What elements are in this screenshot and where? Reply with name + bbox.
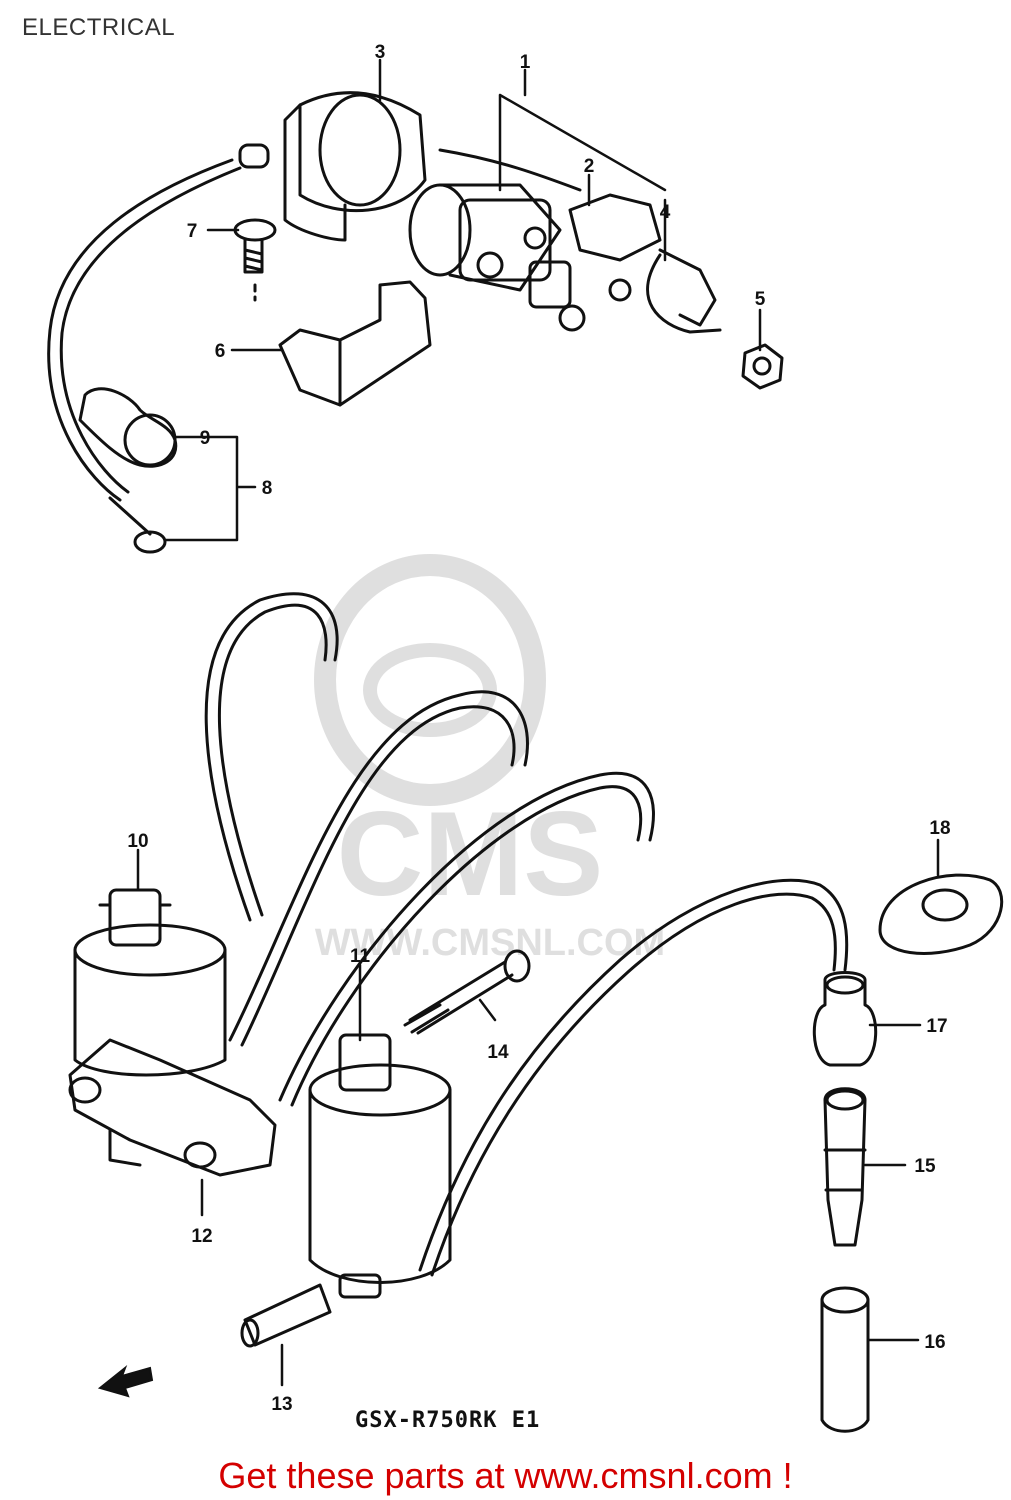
- leader-lines: [136, 58, 940, 1387]
- coil-bolt: [403, 949, 531, 1035]
- callout-1: 1: [520, 52, 531, 73]
- callout-12: 12: [191, 1226, 212, 1247]
- callout-11: 11: [350, 946, 371, 967]
- battery-cable: [47, 143, 270, 554]
- callout-14: 14: [487, 1042, 509, 1063]
- callout-16: 16: [924, 1332, 945, 1353]
- callout-13: 13: [271, 1394, 292, 1415]
- ignition-coil-11: [308, 1033, 452, 1299]
- coil-bracket: [68, 1038, 277, 1177]
- nut: [741, 343, 784, 390]
- spacer-tube: [240, 1283, 332, 1348]
- model-code: GSX-R750RK E1: [355, 1408, 541, 1433]
- plug-cap-sleeve: [820, 1286, 870, 1433]
- front-direction-arrow-icon: [97, 1364, 154, 1398]
- screw: [233, 218, 277, 302]
- callout-10: 10: [127, 831, 148, 852]
- ignition-lead-2: [228, 690, 529, 1047]
- plug-cap-seal: [812, 971, 878, 1067]
- callout-17: 17: [926, 1016, 947, 1037]
- watermark-brand: CMS: [337, 787, 604, 921]
- ignition-lead-1: [204, 592, 339, 922]
- callout-5: 5: [755, 289, 766, 310]
- cms-watermark: CMS WWW.CMSNL.COM: [314, 554, 665, 964]
- grommet: [878, 873, 1004, 955]
- starter-relay: [408, 183, 562, 292]
- callout-4: 4: [660, 202, 671, 223]
- ignition-coil-10: [73, 888, 227, 1077]
- ignition-lead-3: [278, 771, 655, 1107]
- callout-9: 9: [200, 428, 211, 449]
- callout-3: 3: [375, 42, 386, 63]
- spark-plug-cap: [823, 1087, 867, 1247]
- callout-7: 7: [187, 221, 198, 242]
- page-title: ELECTRICAL: [22, 14, 176, 41]
- callout-6: 6: [215, 341, 226, 362]
- footer-link[interactable]: Get these parts at www.cmsnl.com !: [218, 1455, 793, 1496]
- relay-bracket: [278, 280, 432, 407]
- callout-8: 8: [262, 478, 273, 499]
- callout-labels: 1 2 3 4 5 6 7 8 9 10 11 12 13 14 15 16 1…: [127, 42, 950, 1415]
- fuse-holder: [528, 193, 662, 332]
- watermark-url: WWW.CMSNL.COM: [315, 922, 665, 964]
- ignition-lead-4: [418, 878, 849, 1277]
- callout-18: 18: [929, 818, 950, 839]
- callout-2: 2: [584, 156, 595, 177]
- main-fuse: [438, 148, 722, 334]
- starter-relay-box: [283, 91, 427, 242]
- callout-15: 15: [914, 1156, 936, 1177]
- terminal-cap: [78, 387, 178, 468]
